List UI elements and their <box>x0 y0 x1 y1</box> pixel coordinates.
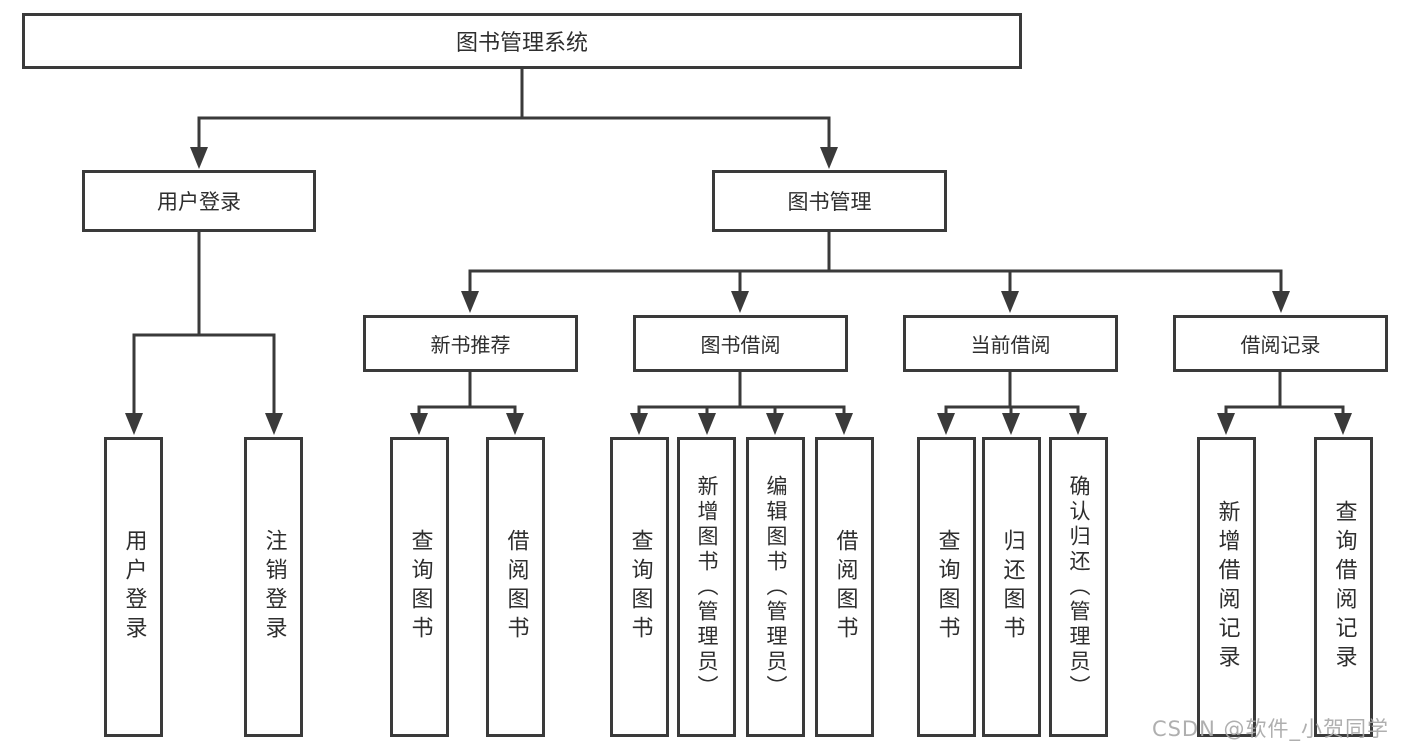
node-book-borrow-label: 图书借阅 <box>700 333 781 357</box>
node-current-borrow-label: 当前借阅 <box>970 333 1051 357</box>
node-new-book-recommend-label: 新书推荐 <box>430 333 511 357</box>
leaf-borrow-books-recommend: 借阅图书 <box>486 437 545 737</box>
leaf-query-books-borrow: 查询图书 <box>610 437 669 737</box>
leaf-edit-book-admin: 编辑图书（管理员） <box>746 437 805 737</box>
node-book-management: 图书管理 <box>712 170 947 232</box>
leaf-query-books-current-label: 查询图书 <box>934 529 960 645</box>
node-root-label: 图书管理系统 <box>455 31 588 56</box>
node-root: 图书管理系统 <box>22 13 1022 69</box>
node-book-borrow: 图书借阅 <box>633 315 848 372</box>
leaf-query-books-recommend: 查询图书 <box>390 437 449 737</box>
leaf-logout-label: 注销登录 <box>261 529 287 645</box>
leaf-add-borrow-record-label: 新增借阅记录 <box>1214 500 1240 674</box>
leaf-confirm-return-admin-label: 确认归还（管理员） <box>1067 474 1091 700</box>
leaf-edit-book-admin-label: 编辑图书（管理员） <box>764 474 788 700</box>
leaf-return-book-label: 归还图书 <box>999 529 1025 645</box>
node-new-book-recommend: 新书推荐 <box>363 315 578 372</box>
leaf-user-login: 用户登录 <box>104 437 163 737</box>
node-borrow-records-label: 借阅记录 <box>1240 333 1321 357</box>
node-borrow-records: 借阅记录 <box>1173 315 1388 372</box>
leaf-query-borrow-record: 查询借阅记录 <box>1314 437 1373 737</box>
leaf-query-books-borrow-label: 查询图书 <box>627 529 653 645</box>
leaf-add-borrow-record: 新增借阅记录 <box>1197 437 1256 737</box>
node-current-borrow: 当前借阅 <box>903 315 1118 372</box>
leaf-borrow-books: 借阅图书 <box>815 437 874 737</box>
leaf-return-book: 归还图书 <box>982 437 1041 737</box>
leaf-borrow-books-recommend-label: 借阅图书 <box>503 529 529 645</box>
leaf-user-login-label: 用户登录 <box>121 529 147 645</box>
leaf-borrow-books-label: 借阅图书 <box>832 529 858 645</box>
leaf-query-borrow-record-label: 查询借阅记录 <box>1331 500 1357 674</box>
node-user-login-label: 用户登录 <box>157 190 241 214</box>
leaf-query-books-current: 查询图书 <box>917 437 976 737</box>
node-book-management-label: 图书管理 <box>787 190 872 214</box>
node-user-login: 用户登录 <box>82 170 316 232</box>
csdn-watermark: CSDN @软件_小贺同学 <box>1151 717 1389 741</box>
leaf-confirm-return-admin: 确认归还（管理员） <box>1049 437 1108 737</box>
leaf-add-book-admin: 新增图书（管理员） <box>677 437 736 737</box>
leaf-query-books-recommend-label: 查询图书 <box>407 529 433 645</box>
leaf-add-book-admin-label: 新增图书（管理员） <box>695 474 719 700</box>
leaf-logout: 注销登录 <box>244 437 303 737</box>
